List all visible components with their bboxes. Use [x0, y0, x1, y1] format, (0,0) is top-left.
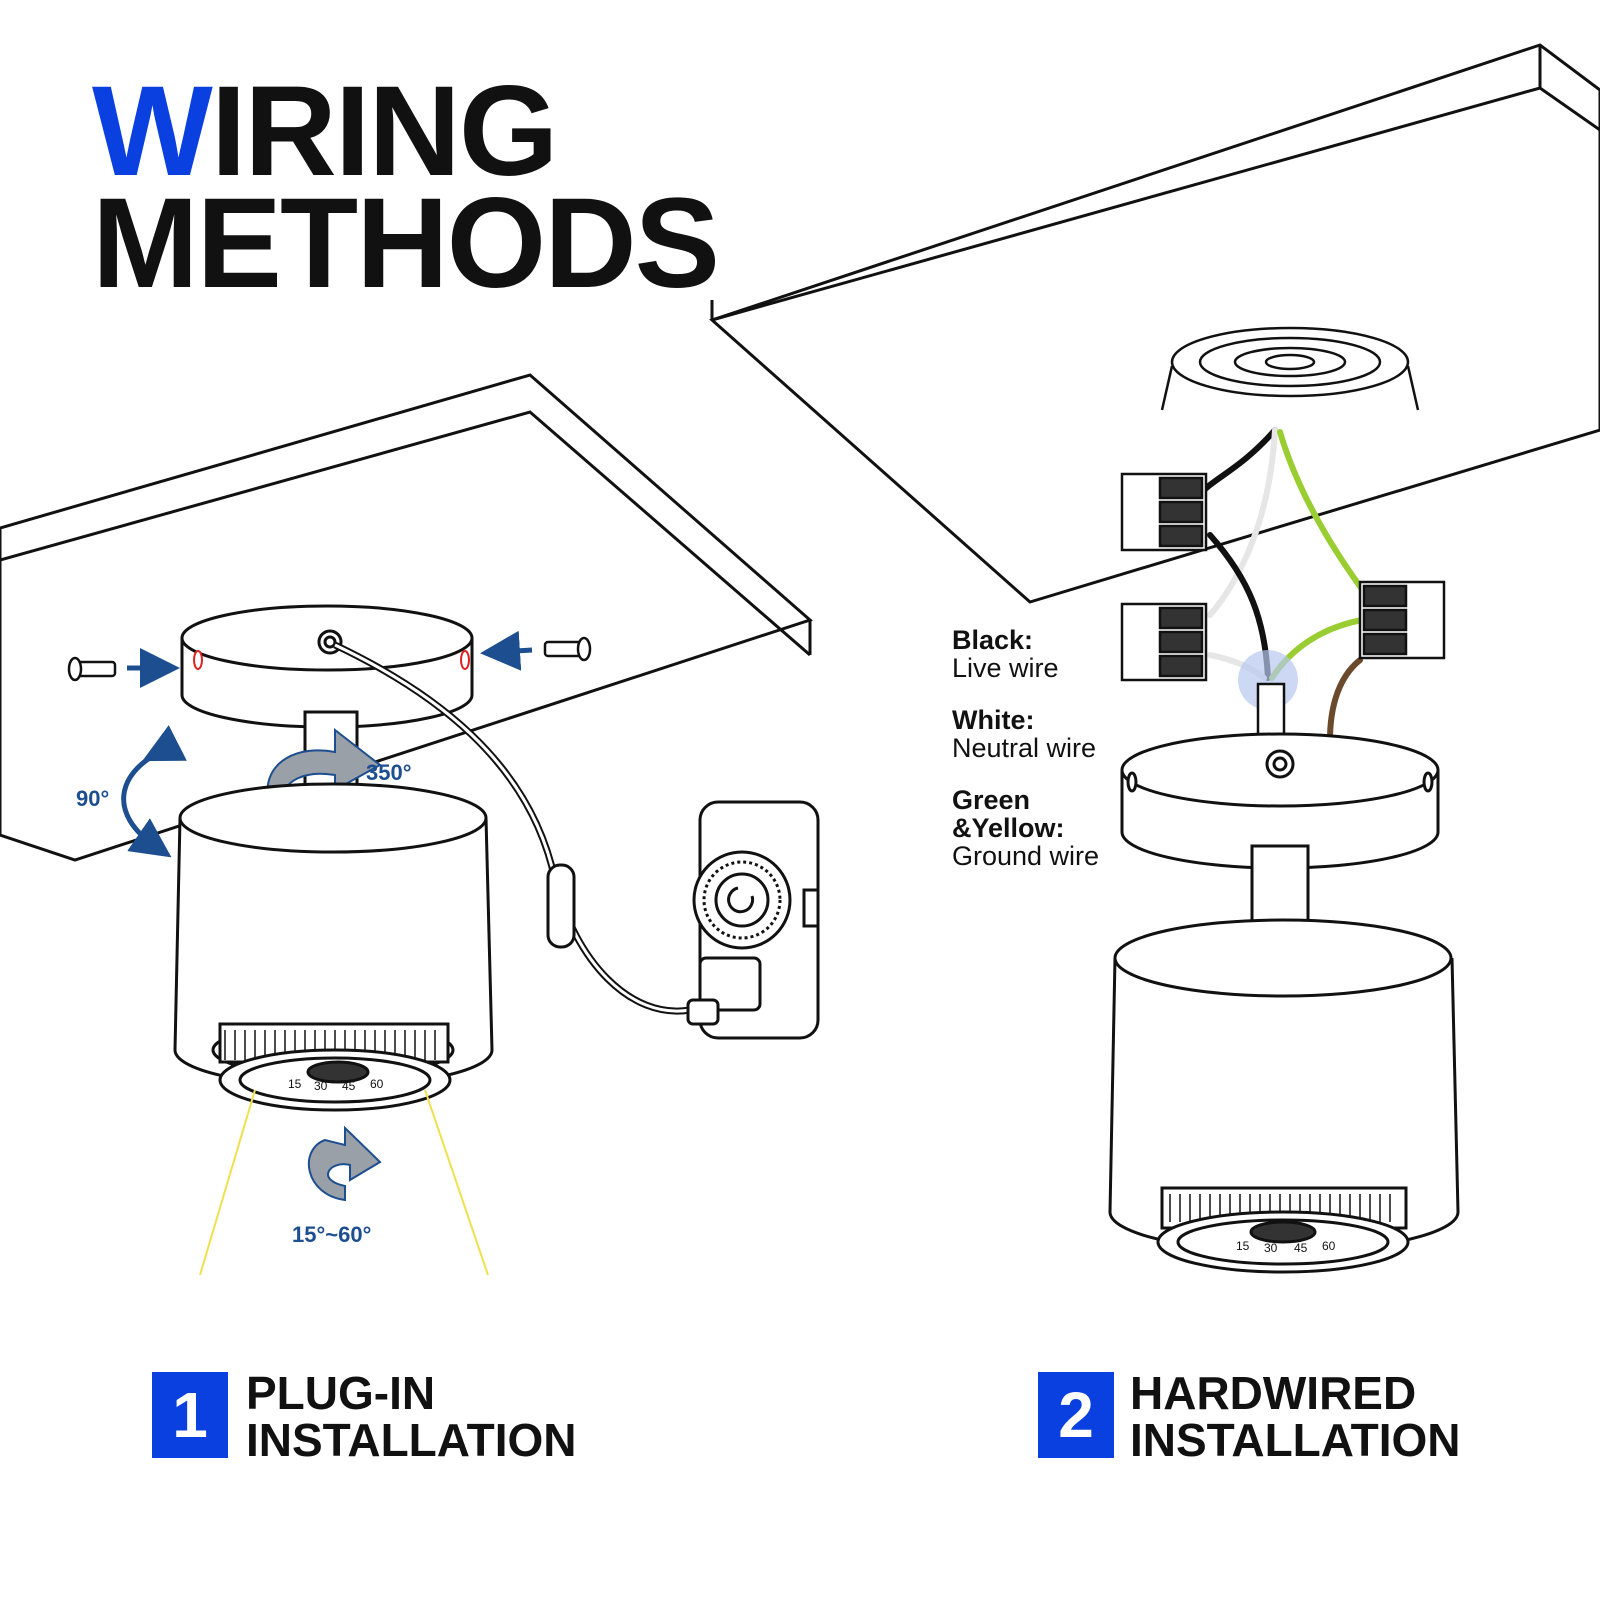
step-badge-1: 1: [152, 1372, 228, 1458]
svg-text:30: 30: [314, 1079, 328, 1093]
wire-connector-icon: [1120, 472, 1208, 552]
hardwired-caption: HARDWIRED INSTALLATION: [1130, 1370, 1460, 1464]
cable-entry: [1256, 682, 1286, 742]
svg-text:30: 30: [1264, 1241, 1278, 1255]
title-line1-rest: IRING: [210, 60, 559, 203]
caption-line: PLUG-IN: [246, 1367, 436, 1419]
canopy-right: [1120, 732, 1440, 870]
svg-text:45: 45: [1294, 1241, 1308, 1255]
lamp-body-left: [173, 782, 494, 1112]
svg-text:15: 15: [288, 1077, 302, 1091]
legend-item-white: White: Neutral wire: [952, 706, 1152, 762]
page-title-line2: METHODS: [92, 172, 720, 315]
wire-connector-icon: [1358, 580, 1446, 660]
dial-marks-left: 60 45 30 15: [288, 1077, 384, 1093]
tilt-arrow-icon: [121, 725, 187, 858]
canopy-left: [180, 604, 474, 729]
rotation-angle-label: 350°: [366, 760, 412, 785]
mounting-bracket-icon: [1160, 326, 1420, 411]
svg-text:60: 60: [1322, 1239, 1336, 1253]
legend-item-black: Black: Live wire: [952, 626, 1152, 682]
tilt-angle-label: 90°: [76, 786, 110, 811]
beam-angle-label: 15°~60°: [292, 1222, 372, 1247]
ceiling-panel-right: [709, 43, 1600, 604]
svg-text:15: 15: [1236, 1239, 1250, 1253]
caption-line: INSTALLATION: [1130, 1414, 1461, 1466]
power-cable: [334, 643, 691, 1013]
lamp-body-right: [1108, 918, 1460, 1274]
legend-value: Ground wire: [952, 841, 1100, 871]
inline-switch: [546, 863, 576, 949]
legend-value: Live wire: [952, 653, 1059, 683]
wire-connector-icon: [1120, 602, 1208, 682]
plug-in-caption: PLUG-IN INSTALLATION: [246, 1370, 576, 1464]
caption-line: INSTALLATION: [246, 1414, 577, 1466]
legend-item-ground: Green &Yellow: Ground wire: [952, 786, 1152, 870]
caption-line: HARDWIRED: [1130, 1367, 1417, 1419]
arrow-icon: [480, 630, 533, 671]
timer-plug-icon: [686, 800, 820, 1040]
legend-value: Neutral wire: [952, 733, 1097, 763]
step-badge-2: 2: [1038, 1372, 1114, 1458]
dial-marks-right: 60 45 30 15: [1236, 1239, 1336, 1255]
legend-key: Black:: [952, 625, 1034, 655]
beam-lines: [199, 1089, 489, 1276]
screw-icon: [543, 636, 592, 662]
svg-text:45: 45: [342, 1079, 356, 1093]
legend-key: Green &Yellow:: [952, 785, 1065, 843]
wire-legend: Black: Live wire White: Neutral wire Gre…: [952, 626, 1152, 894]
page-title-line1: WIRING: [92, 68, 558, 196]
rotation-arrow-icon: [307, 1125, 382, 1202]
svg-text:60: 60: [370, 1077, 384, 1091]
legend-key: White:: [952, 705, 1035, 735]
title-highlight-letter: W: [92, 60, 213, 203]
screw-icon: [67, 656, 117, 682]
